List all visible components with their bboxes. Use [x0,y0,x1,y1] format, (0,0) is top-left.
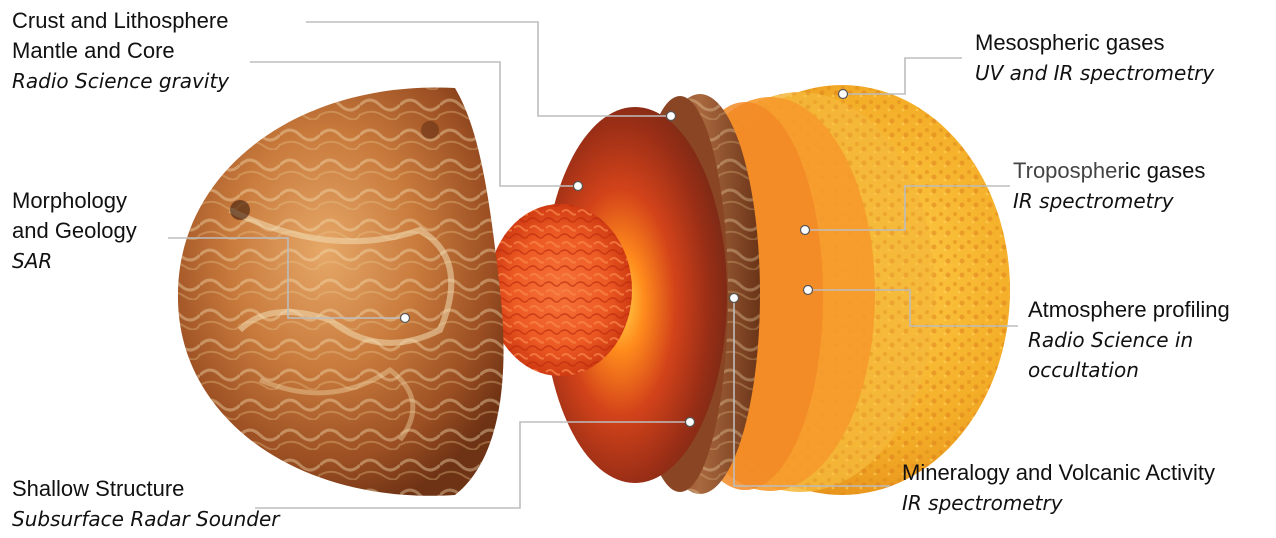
label-shallow-method: Subsurface Radar Sounder [12,507,280,531]
label-atmosphere: Atmosphere profiling Radio Science in oc… [1028,295,1230,385]
label-crust: Crust and Lithosphere Mantle and Core Ra… [12,6,229,96]
leader-dots [399,88,849,428]
surface-hemisphere [177,87,504,496]
dot-atmosphere [802,284,814,296]
label-shallow-line1: Shallow Structure [12,476,185,501]
label-tropospheric-part2: ic gases [1124,158,1206,183]
label-crust-line1: Crust and Lithosphere [12,8,229,33]
dot-shallow [684,416,696,428]
leader-line-tropospheric [805,185,1010,231]
label-mesospheric-line1: Mesospheric gases [975,30,1165,55]
leader-lines [168,21,1018,509]
label-mesospheric-method: UV and IR spectrometry [975,61,1215,85]
dot-mesospheric [837,88,849,100]
label-mineralogy-line1: Mineralogy and Volcanic Activity [902,460,1216,485]
label-shallow: Shallow Structure Subsurface Radar Sound… [12,474,280,534]
label-mineralogy: Mineralogy and Volcanic Activity IR spec… [902,458,1215,518]
leader-line-mesospheric [843,57,962,95]
label-tropospheric-part1: Tropospher [1013,158,1125,183]
label-crust-line2: Mantle and Core [12,38,175,63]
label-crust-method: Radio Science gravity [12,69,230,93]
label-atmosphere-method1: Radio Science in [1028,328,1194,352]
label-tropospheric-line1: Tropospheric gases [1013,156,1205,186]
label-mesospheric: Mesospheric gases UV and IR spectrometry [975,28,1214,88]
label-atmosphere-line1: Atmosphere profiling [1028,297,1230,322]
mantle-section [543,107,727,483]
leader-line-atmosphere [808,289,1018,327]
dot-mineralogy [728,292,740,304]
dot-morphology [399,312,411,324]
leader-line-shallow [255,421,690,509]
leader-line-crust [306,21,670,117]
label-tropospheric-method: IR spectrometry [1013,189,1174,213]
dot-tropospheric [799,224,811,236]
core-ball [488,204,632,376]
leader-line-core [250,61,578,187]
leader-line-morphology [168,237,404,319]
label-mineralogy-method: IR spectrometry [902,491,1063,515]
leader-line-mineralogy [733,298,890,487]
label-morphology-line2: and Geology [12,218,137,243]
dot-core [572,180,584,192]
label-atmosphere-method2: occultation [1028,358,1139,382]
dot-crust [665,110,677,122]
label-morphology-line1: Morphology [12,188,127,213]
label-morphology-method: SAR [12,249,53,273]
label-morphology: Morphology and Geology SAR [12,186,137,276]
label-tropospheric: Tropospheric gases IR spectrometry [1013,156,1205,216]
